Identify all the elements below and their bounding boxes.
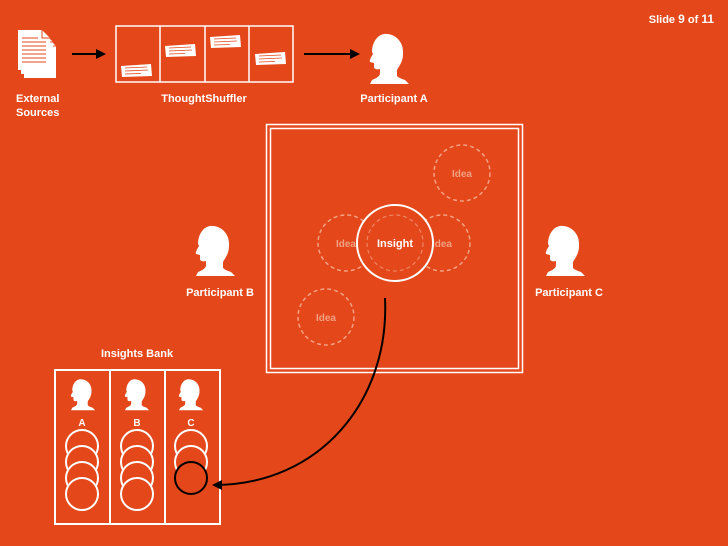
paper-slip-icon: [120, 63, 153, 78]
document-stack-icon: [17, 29, 57, 79]
bank-column-a-head-icon: [70, 379, 96, 411]
ideas-board: [265, 123, 524, 374]
bank-new-insight-slot: [174, 461, 208, 495]
slide-word: Slide: [648, 14, 676, 26]
bank-insight-circle: [120, 477, 154, 511]
external-sources-label: External Sources: [16, 92, 59, 120]
bank-circles: [65, 429, 208, 511]
bank-insight-circle: [65, 477, 99, 511]
bank-column-c-head-icon: [178, 379, 204, 411]
slide-total-number: 11: [701, 12, 714, 26]
participant-b-label: Participant B: [186, 287, 254, 299]
slide-of-word: of: [687, 14, 699, 26]
idea-label: Idea: [336, 239, 356, 250]
arrow-insight-to-bank: [212, 297, 387, 490]
participant-c-head-icon: [545, 225, 585, 276]
bank-column-c-label: C: [187, 418, 194, 429]
idea-label: Idea: [452, 169, 472, 180]
insights-bank: A B C: [54, 369, 221, 525]
participant-b-head-icon: [195, 225, 235, 276]
participant-a-head-icon: [369, 33, 409, 84]
paper-slip-icon: [164, 43, 197, 58]
slide-current-number: 9: [678, 12, 685, 26]
thoughtshuffler-box: [115, 25, 294, 83]
external-sources-line-1: External: [16, 93, 60, 105]
participant-a-label: Participant A: [360, 93, 428, 105]
idea-bubble: Idea: [433, 144, 491, 202]
slide-counter: Slide 9 of 11: [649, 12, 714, 26]
paper-slip-icon: [254, 51, 287, 66]
insight-label: Insight: [377, 238, 413, 250]
bank-column-b-head-icon: [124, 379, 150, 411]
idea-bubble: Idea: [297, 288, 355, 346]
external-sources-line-2: Sources: [16, 107, 60, 119]
insights-bank-label: Insights Bank: [100, 348, 174, 360]
bank-column-b-label: B: [133, 418, 140, 429]
bank-column-a-label: A: [78, 418, 85, 429]
insight-circle: Insight: [356, 204, 434, 282]
thoughtshuffler-label: ThoughtShuffler: [161, 93, 247, 105]
idea-label: Idea: [316, 313, 336, 324]
idea-label: Idea: [432, 239, 452, 250]
paper-slip-icon: [209, 34, 242, 49]
participant-c-label: Participant C: [535, 287, 603, 299]
